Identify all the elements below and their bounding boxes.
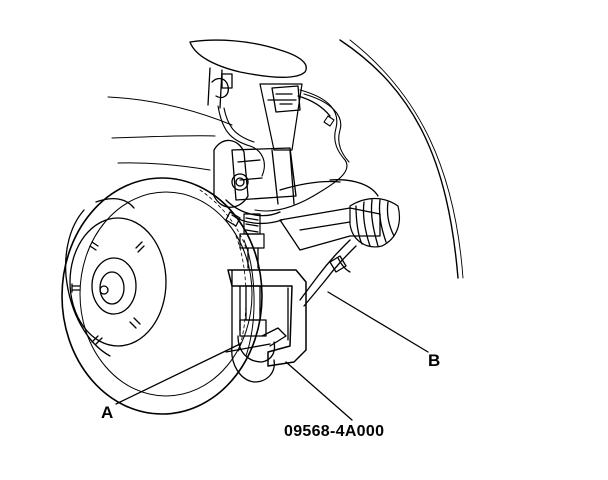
ball-joint-remover-tool — [225, 213, 307, 383]
callout-a-label: A — [101, 403, 114, 422]
strut-mount — [189, 39, 307, 109]
tie-rod-boot — [349, 197, 401, 248]
steering-knuckle — [213, 139, 341, 227]
tool-part-number-label: 09568-4A000 — [284, 423, 385, 440]
fender-arc — [339, 39, 464, 279]
callout-b-label: B — [428, 351, 441, 370]
wheel-studs — [71, 241, 145, 345]
reference-lines — [107, 96, 233, 171]
tie-rod — [299, 239, 357, 307]
leader-b — [327, 291, 429, 353]
sensor-wire — [254, 89, 350, 212]
brake-rotor — [61, 177, 263, 415]
leader-lines — [115, 291, 429, 421]
hose-bracket — [271, 85, 331, 117]
strut-body — [231, 83, 303, 205]
leader-tool — [285, 361, 353, 421]
brake-hose — [217, 105, 265, 177]
leader-a — [115, 343, 241, 405]
